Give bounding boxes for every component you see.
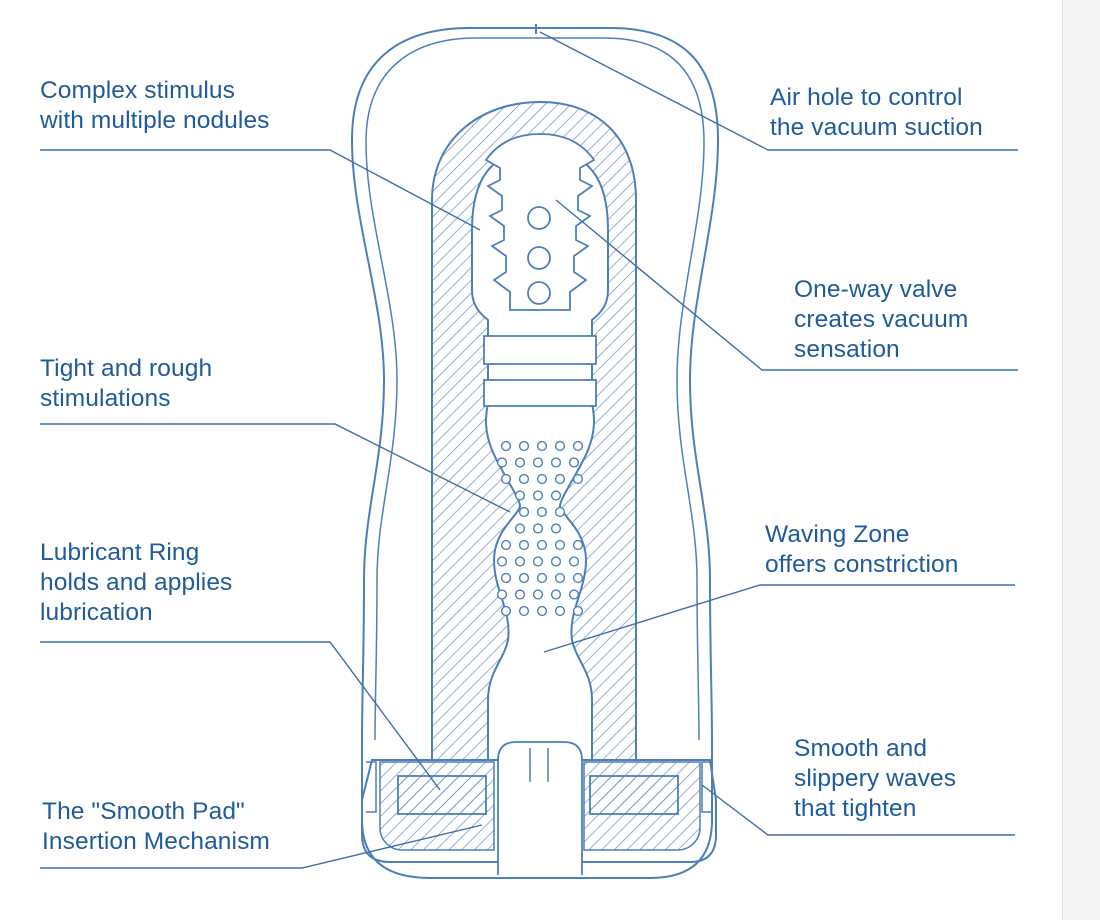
callout-pad: The "Smooth Pad" Insertion Mechanism: [42, 797, 270, 857]
canal-nodule: [574, 607, 583, 616]
canal-nodule: [574, 442, 583, 451]
canal-nodule: [498, 458, 507, 467]
canal-nodule: [516, 458, 525, 467]
canal-nodule: [556, 574, 565, 583]
callout-line: Air hole to control: [770, 83, 983, 113]
canal-nodule: [552, 557, 561, 566]
canal-nodule: [520, 541, 529, 550]
canal-nodule: [570, 590, 579, 599]
callout-line: stimulations: [40, 384, 212, 414]
callout-line: creates vacuum: [794, 305, 968, 335]
canal-nodule: [556, 475, 565, 484]
callout-line: Insertion Mechanism: [42, 827, 270, 857]
callout-valve: One-way valve creates vacuum sensation: [794, 275, 968, 365]
canal-nodule: [502, 475, 511, 484]
canal-nodule: [516, 524, 525, 533]
callout-line: Smooth and: [794, 734, 956, 764]
canal-nodule: [520, 508, 529, 517]
leader-nodules: [40, 150, 480, 230]
canal-nodule: [556, 442, 565, 451]
clip-left: [366, 762, 376, 812]
canal-nodule: [552, 491, 561, 500]
ring-rib: [484, 336, 596, 364]
cap-plug: [498, 742, 582, 875]
canal-nodule: [552, 458, 561, 467]
canal-nodule: [570, 458, 579, 467]
lubricant-ring-right: [590, 776, 678, 814]
canal-nodule: [516, 557, 525, 566]
canal-nodule: [538, 541, 547, 550]
canal-nodule: [534, 524, 543, 533]
nodule-dot: [528, 247, 550, 269]
canal-nodule: [534, 557, 543, 566]
callout-line: Tight and rough: [40, 354, 212, 384]
canal-nodule: [502, 541, 511, 550]
callout-nodules: Complex stimulus with multiple nodules: [40, 76, 270, 136]
canal-nodule: [556, 607, 565, 616]
callout-line: Lubricant Ring: [40, 538, 232, 568]
nodule-dot: [528, 207, 550, 229]
canal-nodule: [516, 491, 525, 500]
callout-line: slippery waves: [794, 764, 956, 794]
canal-nodule: [538, 442, 547, 451]
callout-line: sensation: [794, 335, 968, 365]
canal-nodule: [552, 590, 561, 599]
canal-nodule: [538, 508, 547, 517]
canal-nodule: [498, 557, 507, 566]
canal-nodule: [534, 590, 543, 599]
canal-nodule: [520, 475, 529, 484]
canal-nodule: [520, 442, 529, 451]
canal-nodule: [570, 557, 579, 566]
canal-nodule: [534, 458, 543, 467]
callout-line: offers constriction: [765, 550, 958, 580]
canal-nodule: [556, 541, 565, 550]
callout-line: One-way valve: [794, 275, 968, 305]
canal-nodule: [574, 541, 583, 550]
canal-nodule: [502, 607, 511, 616]
callout-ring: Lubricant Ring holds and applies lubrica…: [40, 538, 232, 628]
callout-line: holds and applies: [40, 568, 232, 598]
canal-nodule: [538, 607, 547, 616]
ring-rib: [484, 380, 596, 406]
canal-nodule: [538, 475, 547, 484]
callout-tight: Tight and rough stimulations: [40, 354, 212, 414]
callout-line: Complex stimulus: [40, 76, 270, 106]
canal-nodule: [520, 607, 529, 616]
callout-line: The "Smooth Pad": [42, 797, 270, 827]
canal-nodule: [516, 590, 525, 599]
canal-nodule: [534, 491, 543, 500]
canal-nodule: [502, 442, 511, 451]
callout-waving: Waving Zone offers constriction: [765, 520, 958, 580]
canal-nodule: [556, 508, 565, 517]
canal-nodule: [502, 574, 511, 583]
canal-nodule: [498, 590, 507, 599]
nodule-dot: [528, 282, 550, 304]
callout-air-hole: Air hole to control the vacuum suction: [770, 83, 983, 143]
callout-line: the vacuum suction: [770, 113, 983, 143]
canal-nodule: [538, 574, 547, 583]
canal-nodule: [574, 574, 583, 583]
callout-waves: Smooth and slippery waves that tighten: [794, 734, 956, 824]
callout-line: Waving Zone: [765, 520, 958, 550]
callout-line: lubrication: [40, 598, 232, 628]
canal-nodule: [574, 475, 583, 484]
canal-nodule: [552, 524, 561, 533]
callout-line: that tighten: [794, 794, 956, 824]
canal-nodule: [520, 574, 529, 583]
lubricant-ring-left: [398, 776, 486, 814]
callout-line: with multiple nodules: [40, 106, 270, 136]
